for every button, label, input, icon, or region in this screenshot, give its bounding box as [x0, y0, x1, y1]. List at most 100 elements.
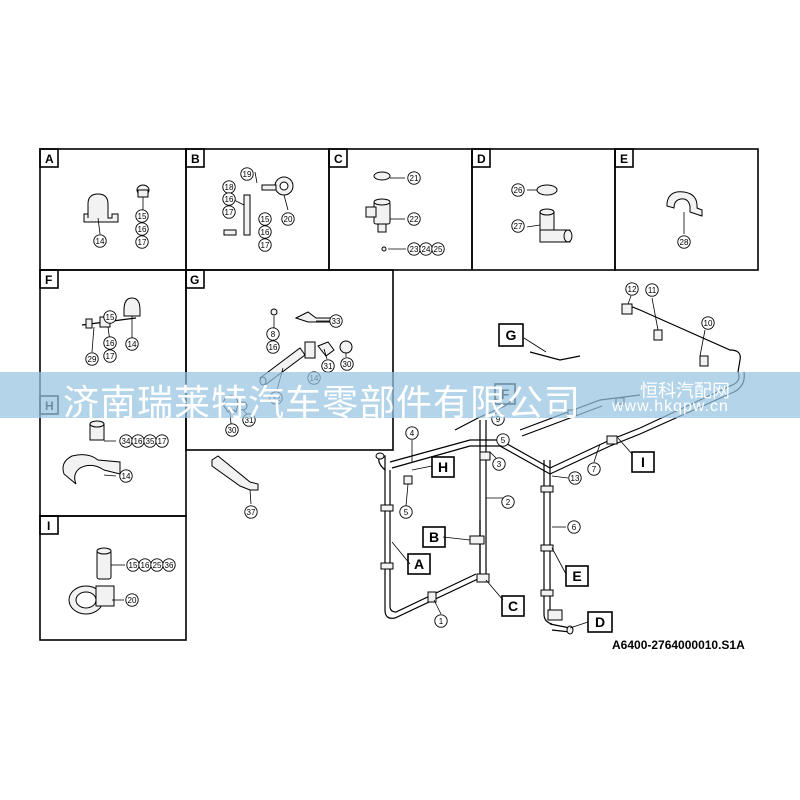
watermark-site-name: 恒科汽配网 — [640, 381, 730, 402]
callout-2: 2 — [501, 495, 515, 509]
callout-number: 33 — [332, 317, 341, 326]
callout-circle — [407, 171, 421, 185]
callout-number: 14 — [96, 237, 105, 246]
panel-tag-b: B — [185, 148, 205, 168]
callout-28: 28 — [677, 235, 691, 249]
callout-25: 25 — [431, 242, 445, 256]
callout-circle — [587, 462, 601, 476]
panel-letter: D — [477, 152, 486, 166]
callout-30: 30 — [225, 423, 239, 437]
callout-number: 30 — [343, 360, 352, 369]
callout-number: 15 — [261, 215, 270, 224]
callout-36: 36 — [162, 558, 176, 572]
callout-5: 5 — [399, 505, 413, 519]
panel-h-parts — [62, 420, 121, 485]
callout-35: 35 — [143, 434, 157, 448]
callout-number: 34 — [122, 437, 131, 446]
panel-letter: F — [45, 273, 52, 287]
callout-number: 15 — [129, 561, 138, 570]
callout-24: 24 — [419, 242, 433, 256]
panel-c-parts — [365, 171, 406, 252]
callout-number: 36 — [165, 561, 174, 570]
callout-20: 20 — [281, 212, 295, 226]
callout-number: 14 — [128, 340, 137, 349]
panel-a-parts — [83, 184, 150, 235]
callout-circle — [93, 234, 107, 248]
callout-17: 17 — [155, 434, 169, 448]
callout-16: 16 — [222, 192, 236, 206]
callout-circle — [266, 340, 280, 354]
callout-number: 11 — [648, 286, 657, 295]
callout-circle — [281, 212, 295, 226]
view-letter: D — [595, 614, 605, 630]
callout-15: 15 — [126, 558, 140, 572]
panel-letter: I — [47, 519, 50, 533]
loose-part-37 — [211, 455, 259, 505]
callout-circle — [225, 423, 239, 437]
panel-frames — [39, 148, 759, 641]
callout-17: 17 — [135, 235, 149, 249]
watermark-company: 济南瑞莱特汽车零部件有限公司 — [63, 383, 582, 424]
callout-number: 31 — [324, 362, 333, 371]
callout-circle — [405, 426, 419, 440]
callout-16: 16 — [135, 222, 149, 236]
callout-circle — [240, 167, 254, 181]
callout-number: 24 — [422, 245, 431, 254]
callout-circle — [340, 357, 354, 371]
callout-number: 26 — [514, 186, 523, 195]
callout-number: 23 — [410, 245, 419, 254]
callout-number: 22 — [410, 215, 419, 224]
callout-circle — [567, 520, 581, 534]
panel-i-parts — [68, 547, 125, 615]
callout-number: 16 — [138, 225, 147, 234]
callout-14: 14 — [93, 234, 107, 248]
callout-15: 15 — [135, 209, 149, 223]
callout-circle — [496, 433, 510, 447]
callout-3: 3 — [492, 457, 506, 471]
callout-number: 16 — [106, 339, 115, 348]
callout-21: 21 — [407, 171, 421, 185]
callout-30: 30 — [340, 357, 354, 371]
callout-33: 33 — [329, 314, 343, 328]
callout-12: 12 — [625, 282, 639, 296]
drawing-code: A6400-2764000010.S1A — [612, 638, 745, 652]
callout-number: 30 — [228, 426, 237, 435]
panel-tag-e: E — [614, 148, 634, 168]
callout-number: 2 — [506, 498, 511, 507]
callout-16: 16 — [258, 225, 272, 239]
callout-number: 17 — [158, 437, 167, 446]
callout-13: 13 — [568, 471, 582, 485]
panel-b-parts — [223, 171, 294, 236]
main-assembly — [375, 295, 745, 635]
callout-34: 34 — [119, 434, 133, 448]
callout-circle — [511, 219, 525, 233]
panel-f-parts — [81, 297, 141, 353]
callout-circle — [125, 337, 139, 351]
view-letter: G — [506, 327, 517, 343]
callout-circle — [434, 614, 448, 628]
callout-circle — [645, 283, 659, 297]
callout-number: 17 — [225, 208, 234, 217]
callout-27: 27 — [511, 219, 525, 233]
view-letter: I — [641, 454, 645, 470]
callout-7: 7 — [587, 462, 601, 476]
callout-15: 15 — [103, 310, 117, 324]
panel-tag-a: A — [39, 148, 59, 168]
callout-number: 1 — [439, 617, 444, 626]
callout-circle — [625, 282, 639, 296]
callout-16: 16 — [103, 336, 117, 350]
callout-number: 17 — [138, 238, 147, 247]
callout-circle — [135, 222, 149, 236]
callout-circle — [135, 209, 149, 223]
callout-number: 27 — [514, 222, 523, 231]
callout-29: 29 — [85, 352, 99, 366]
panel-tag-g: G — [185, 269, 205, 289]
callout-number: 19 — [243, 170, 252, 179]
callout-number: 15 — [106, 313, 115, 322]
callout-5: 5 — [496, 433, 510, 447]
callout-10: 10 — [701, 316, 715, 330]
panel-tag-c: C — [328, 148, 348, 168]
watermark-site-url: www.hkqpw.cn — [612, 398, 729, 415]
callout-number: 3 — [497, 460, 502, 469]
